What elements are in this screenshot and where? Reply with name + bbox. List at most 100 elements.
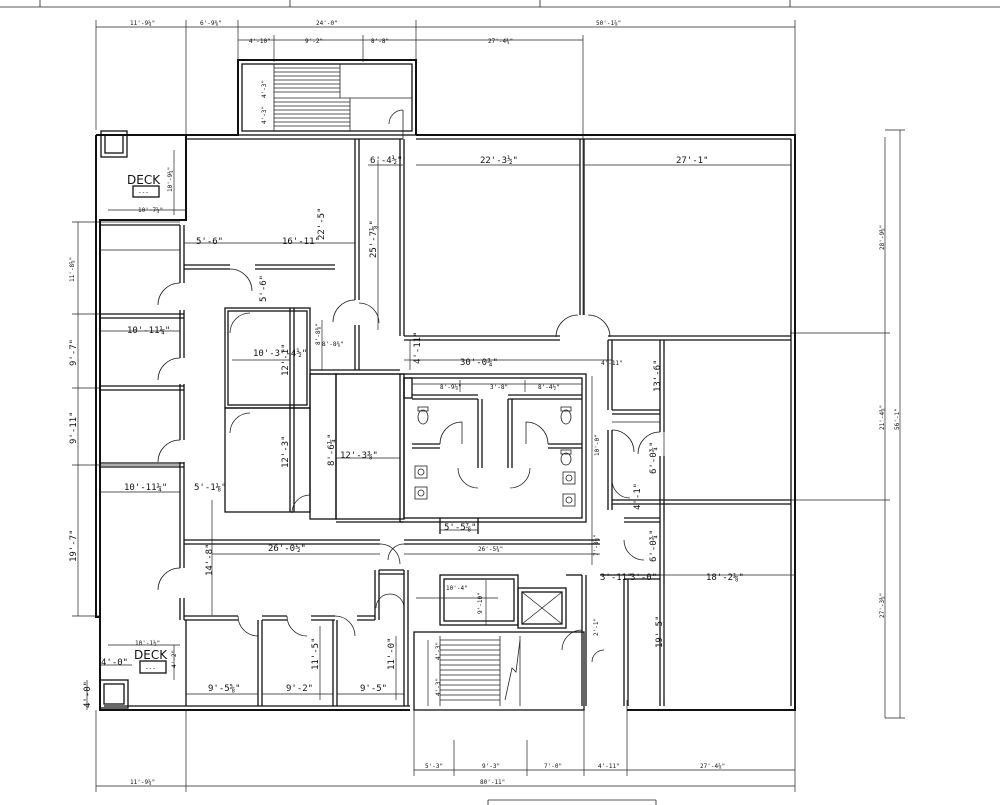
deck-bottom — [99, 644, 180, 709]
dim-text: 11'-8⅝" — [69, 257, 76, 282]
dim-text: 50'-1⅞" — [596, 20, 621, 27]
dim-text: 5'-1⅛" — [194, 483, 227, 493]
dim-text: 6'-4½" — [370, 155, 403, 166]
dim-text: 8'-6¼" — [327, 433, 337, 466]
dimension-lines-left — [72, 221, 180, 710]
dim-text: 12'-3⅜" — [340, 451, 378, 461]
center-corridor — [368, 139, 791, 370]
dim-text: 6'-0¾" — [649, 529, 659, 562]
dim-text: 7'-8½" — [593, 534, 600, 556]
dim-text: 19'-7" — [69, 529, 79, 562]
dim-text: 27'-4¾" — [488, 38, 513, 45]
dim-text: 10'-1½" — [135, 640, 160, 647]
dim-text: 27'-3⅜" — [879, 593, 886, 618]
dim-text: 56'-1" — [894, 408, 901, 430]
dim-text: 4'-3" — [435, 642, 442, 660]
dim-text: 4'-3" — [261, 106, 268, 124]
dim-text: 6'-0¾" — [649, 441, 659, 474]
dim-text: 13'-6" — [653, 359, 663, 392]
dim-text: 10'-3"-4½" — [253, 348, 307, 359]
dim-text: 12'-1" — [281, 343, 291, 376]
dim-text: 9'-10" — [477, 592, 484, 614]
left-rooms — [100, 225, 185, 620]
dim-text: 8'-8⅜" — [322, 341, 344, 348]
dim-text: 5'-6" — [196, 237, 223, 247]
dim-text: 10'-11¼" — [124, 483, 167, 493]
dim-text: 11'-5" — [311, 637, 321, 670]
dim-text: 9'-5" — [360, 684, 387, 694]
dim-text: 9'-11" — [69, 411, 79, 444]
dim-text: 4'-1" — [633, 483, 643, 510]
dim-text: 2'-1" — [593, 618, 600, 636]
restroom-core — [399, 373, 593, 565]
dim-text: 6'-9⅜" — [200, 20, 222, 27]
dim-text: 5'-6" — [259, 275, 269, 302]
south-rooms — [184, 539, 600, 706]
dim-text: 4'-11" — [601, 360, 623, 367]
dim-text: 4'-3" — [261, 80, 268, 98]
dim-text: 3'-11" — [600, 573, 633, 583]
dim-text: 12'-3" — [281, 435, 291, 468]
dim-text: 3'-8" — [490, 384, 508, 391]
dim-text: 8'-8" — [371, 38, 389, 45]
dim-text: 14'-8" — [205, 543, 215, 576]
dim-text: 11'-0" — [387, 637, 397, 670]
dim-text: 10'-7¼" — [138, 207, 163, 214]
left-wing-rooms — [184, 139, 405, 615]
dim-text: 5'-3" — [425, 763, 443, 770]
dim-text: 30'-0¾" — [460, 358, 498, 368]
deck-top — [100, 130, 186, 215]
dim-text: 9'-2" — [286, 684, 313, 694]
deck-bottom-label: DECK — [134, 648, 168, 662]
dim-text: 11'-9¼" — [130, 20, 155, 27]
dim-text: 19'-5" — [655, 615, 665, 648]
deck-top-tag: --- — [138, 189, 149, 196]
dim-text: 4'-11" — [598, 763, 620, 770]
dim-text: 3'-0" — [630, 573, 657, 583]
dim-text: 16'-11" — [282, 237, 320, 247]
top-stair — [237, 59, 417, 139]
dim-text: 28'-9⅜" — [879, 225, 886, 250]
dim-text: 10'-11¼" — [127, 326, 170, 336]
dim-text: 27'-1" — [676, 156, 709, 166]
dim-text: 4'-11" — [413, 331, 423, 364]
dim-text: 11'-9¼" — [130, 779, 155, 786]
dim-text: 8'-9¼" — [440, 384, 462, 391]
dimension-lines-top — [95, 20, 796, 315]
dim-text: 4'-0" — [83, 681, 93, 708]
dim-text: 8'-8⅜" — [315, 323, 322, 345]
dim-text: 9'-7" — [69, 339, 79, 366]
dim-text: 80'-11" — [480, 779, 505, 786]
dim-text: 26'-0½" — [268, 543, 306, 554]
dim-text: 10'-4" — [446, 585, 468, 592]
dim-text: 26'-5¾" — [478, 546, 503, 553]
dimension-lines-right — [790, 129, 905, 719]
lower-core — [403, 570, 624, 711]
dim-text: 8'-4½" — [538, 384, 560, 391]
deck-bottom-tag: --- — [145, 665, 156, 672]
dim-text: 4'-3" — [435, 678, 442, 696]
dim-text: 18'-2⅛" — [706, 573, 744, 583]
dim-text: 21'-4⅜" — [879, 405, 886, 430]
dim-text: 10'-0" — [594, 434, 601, 456]
dim-text: 25'-7⅛" — [369, 220, 379, 258]
dim-text: 24'-0" — [316, 20, 338, 27]
dim-text: 4'-2" — [171, 650, 178, 668]
dim-text: 4'-10" — [249, 38, 271, 45]
dim-text: 7'-0" — [544, 763, 562, 770]
dim-text: 9'-2" — [305, 38, 323, 45]
exterior-walls — [95, 59, 796, 711]
dim-text: 22'-3½" — [480, 155, 518, 166]
dim-text: 9'-3" — [482, 763, 500, 770]
dim-text: 9'-5⅝" — [208, 684, 241, 694]
dim-text: 27'-4⅞" — [700, 763, 725, 770]
room-labels: DECK --- DECK --- — [127, 173, 168, 672]
dimension-lines-bottom — [95, 700, 796, 792]
dim-text: 5'-5⅞" — [444, 523, 477, 533]
dim-text: 22'-5" — [317, 207, 327, 240]
dim-text: 4'-0" — [101, 658, 128, 668]
dim-text: 10'-9¼" — [167, 167, 174, 192]
deck-top-label: DECK — [127, 173, 161, 187]
